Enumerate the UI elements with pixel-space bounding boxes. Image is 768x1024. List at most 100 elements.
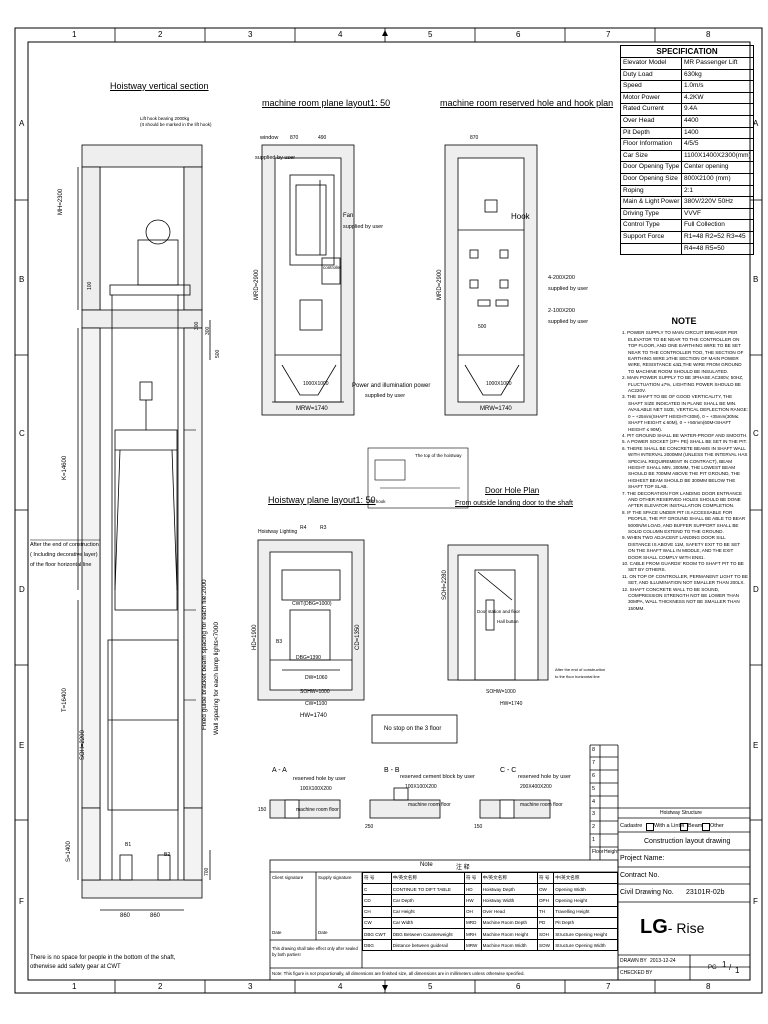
grid-col-7: 7 bbox=[606, 30, 611, 39]
mach-floor-b: machine room floor bbox=[408, 802, 451, 808]
abbr-cell: Machine Room Width bbox=[480, 939, 538, 952]
revision-row-number: 7 bbox=[592, 760, 596, 766]
project-name-label: Project Name: bbox=[620, 855, 665, 862]
dim-b1: B1 bbox=[125, 842, 132, 848]
construction-label: Construction layout drawing bbox=[644, 838, 731, 845]
grid-col-8-bottom: 8 bbox=[706, 982, 711, 991]
grid-col-7-bottom: 7 bbox=[606, 982, 611, 991]
revision-row-number: 2 bbox=[592, 824, 596, 830]
fan-label: Fan bbox=[343, 213, 354, 219]
abbr-cell: Structure Opening Height bbox=[553, 927, 618, 941]
note-item: 1. POWER SUPPLY TO MAIN CIRCUIT BREAKER … bbox=[622, 330, 744, 374]
mach-floor-a: machine room floor bbox=[296, 807, 339, 813]
civil-drawing-label: Civil Drawing No. bbox=[620, 889, 674, 896]
other-checkbox[interactable] bbox=[702, 823, 710, 831]
grid-row-e: E bbox=[19, 741, 25, 750]
spec-value: MR Passenger Lift bbox=[684, 59, 738, 66]
grid-col-8: 8 bbox=[706, 30, 711, 39]
note-item: 9. WHEN TWO ADJACENT LANDING DOOR SILL D… bbox=[622, 535, 740, 560]
abbr-header-cell: 符 号 bbox=[362, 871, 392, 885]
brand-rise-text: Rise bbox=[676, 920, 705, 936]
page-number: 1 bbox=[722, 960, 727, 969]
dim-cw: CW=1100 bbox=[305, 701, 328, 707]
grid-row-c-right: C bbox=[753, 429, 759, 438]
cut-wall-label-2: to the floor horizontal line bbox=[555, 674, 600, 679]
grid-col-6-bottom: 6 bbox=[516, 982, 521, 991]
mach-floor-c: machine room floor bbox=[520, 802, 563, 808]
note-item: 11. ON TOP OF CONTROLLER, PERMANENT LIGH… bbox=[622, 573, 748, 586]
spec-key: Driving Type bbox=[621, 208, 682, 220]
dim-250: 250 bbox=[365, 824, 374, 830]
dim-k: K=14600 bbox=[62, 455, 68, 480]
brand-logo-lg: LG- Rise bbox=[640, 916, 705, 938]
spec-value: 1400 bbox=[684, 128, 699, 136]
dim-490: 490 bbox=[318, 135, 327, 141]
abbr-cell: DBG CWT bbox=[362, 927, 392, 941]
abbr-header-cell: 符 号 bbox=[536, 871, 555, 885]
spec-value: Center opening bbox=[684, 163, 729, 171]
grid-row-f: F bbox=[19, 897, 24, 906]
hoistway-structure-label: Hoistway Structure bbox=[660, 810, 702, 816]
spec-key: Speed bbox=[621, 81, 682, 92]
dim-mrw: MRW=1740 bbox=[296, 406, 328, 412]
spec-key: Main & Light Power Supply bbox=[621, 197, 682, 208]
spec-key: Roping bbox=[621, 185, 682, 197]
grid-row-d: D bbox=[19, 585, 25, 594]
title-hoistway-plane: Hoistway plane layout1: 50 bbox=[268, 495, 376, 505]
with-lintel-checkbox[interactable] bbox=[646, 823, 654, 831]
dim-soh: SOH=2280 bbox=[442, 570, 448, 600]
dim-mrd: MRD=2900 bbox=[254, 269, 260, 300]
abbr-cell: Over Head bbox=[480, 905, 538, 918]
dim-1000b: 1000X1000 bbox=[486, 381, 512, 387]
cwt-label: CWT(DBG=1000) bbox=[292, 601, 332, 607]
wall-spacing-label: Wall spacing for each lamp lights<7000 bbox=[213, 621, 220, 735]
spec-value: 4.2KW bbox=[684, 93, 704, 101]
spec-value: 380V/220V 50Hz bbox=[684, 198, 734, 206]
floor-label: Floor bbox=[592, 849, 604, 855]
abbr-cell: Travelling Height bbox=[553, 905, 618, 918]
revision-row-number: 1 bbox=[592, 837, 596, 843]
grid-col-5-bottom: 5 bbox=[428, 982, 433, 991]
fixed-guide-label: Fixed guide bracket beam spacing for eac… bbox=[201, 579, 208, 730]
abbr-cell: OW bbox=[536, 883, 555, 896]
dim-t: T=16400 bbox=[62, 688, 68, 712]
abbr-cell: Car Depth bbox=[390, 894, 465, 907]
beam-label: Beam bbox=[688, 823, 703, 829]
spec-key: Support Force bbox=[621, 231, 682, 243]
controller-label: controller bbox=[323, 265, 342, 270]
spec-value: 2:1 bbox=[684, 186, 694, 194]
abbr-cell: Machine Room Depth bbox=[480, 916, 538, 929]
abbr-cell: Hoistway Depth bbox=[480, 883, 538, 896]
abbr-cell: Car Width bbox=[390, 916, 465, 929]
abbr-cell: Pit Depth bbox=[553, 916, 618, 929]
spec-value: 800X2100 (mm) bbox=[684, 174, 731, 182]
abbr-cell: Opening Height bbox=[553, 894, 618, 907]
beam-checkbox[interactable] bbox=[680, 823, 688, 831]
section-a-title: A - A bbox=[272, 767, 287, 774]
spec-key: Car Size bbox=[621, 150, 682, 162]
window-label: window bbox=[260, 135, 279, 141]
dim-500b: 500 bbox=[478, 324, 487, 330]
spec-key: Pit Depth bbox=[621, 127, 682, 139]
title-machine-room-hole: machine room reserved hole and hook plan bbox=[440, 98, 614, 108]
note-item: 10. CABLE FROM GUARDS' ROOM TO SHAFT PIT… bbox=[622, 561, 744, 573]
revision-row-number: 5 bbox=[592, 786, 596, 792]
grid-col-3: 3 bbox=[248, 30, 253, 39]
grid-row-b: B bbox=[19, 275, 25, 284]
notes-block: NOTE 1. POWER SUPPLY TO MAIN CIRCUIT BRE… bbox=[620, 316, 748, 612]
door-station-label: Door station and floor bbox=[477, 609, 521, 614]
dim-b2: B2 bbox=[164, 852, 171, 858]
note-item: 6. THERE SHALL BE CONCRETE BEAMS IN SHAF… bbox=[622, 445, 748, 490]
dim-mrw-2: MRW=1740 bbox=[480, 406, 512, 412]
res-hole-a: reserved hole by user bbox=[293, 776, 346, 782]
grid-col-1: 1 bbox=[72, 30, 77, 39]
dim-mh: MH=2300 bbox=[58, 188, 64, 215]
